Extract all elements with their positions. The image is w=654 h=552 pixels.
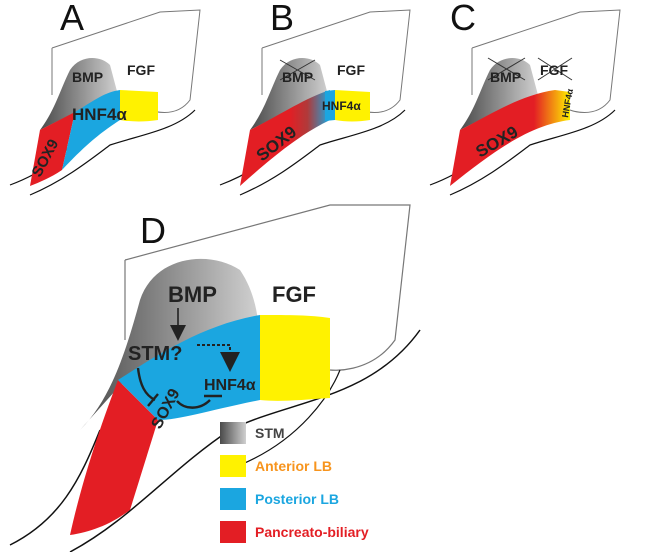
legend-item-pancreato: Pancreato-biliary [220,521,369,543]
panel-d-letter: D [140,210,166,251]
panel-a: A BMP FGF HNF4α SOX9 [9,0,201,196]
panel-b-hnf4a-label: HNF4α [322,99,361,113]
panel-d-stm-region [80,258,258,430]
legend-label-stm: STM [255,425,285,441]
panel-d-hnf4a-label: HNF4α [204,377,256,394]
panel-b-sox9-region [240,90,330,186]
legend-item-posterior: Posterior LB [220,488,339,510]
panel-d-yellow-region [260,315,330,401]
panel-c: C BMP FGF HNF4α SOX9 [429,0,621,196]
panel-b-hnf4a-region [325,90,335,121]
panel-d-fgf-label: FGF [272,282,316,307]
legend-label-posterior: Posterior LB [255,491,339,507]
panel-c-bmp-label: BMP [490,69,521,85]
panel-c-sox9-region [450,90,570,186]
panel-a-fgf-label: FGF [127,62,155,78]
panel-a-hnf4a-region [62,90,120,170]
legend-swatch-pancreato [220,521,246,543]
panel-d: D BMP FGF STM? HNF4α SOX9 [9,204,421,552]
sox9-hnf4a-inhibition [176,399,211,409]
panel-c-fgf-label: FGF [540,62,568,78]
legend-label-anterior: Anterior LB [255,458,332,474]
legend-item-stm: STM [220,422,285,444]
panel-c-outline [471,9,621,113]
panel-b-fgf-region [335,90,370,122]
panel-c-letter: C [450,0,476,38]
legend-swatch-anterior [220,455,246,477]
legend: STM Anterior LB Posterior LB Pancreato-b… [220,422,369,543]
panel-a-letter: A [60,0,84,38]
panel-b-bmp-label: BMP [282,69,313,85]
panel-d-red-region [70,380,158,535]
panel-a-stm-region [40,58,118,130]
panel-d-outline [124,204,411,371]
panel-b-letter: B [270,0,294,38]
panel-a-hnf4a-label: HNF4α [72,105,127,124]
legend-label-pancreato: Pancreato-biliary [255,524,369,540]
panel-b-fgf-label: FGF [337,62,365,78]
panel-d-stm-label: STM? [128,343,182,365]
panel-d-blue-region [118,315,260,420]
panel-d-bmp-label: BMP [168,282,217,307]
panel-b: B BMP FGF HNF4α SOX9 [219,0,411,196]
legend-swatch-stm [220,422,246,444]
stm-to-hnf4a-dashed-arrow [197,344,240,372]
legend-swatch-posterior [220,488,246,510]
legend-item-anterior: Anterior LB [220,455,332,477]
panel-a-sox9-region [30,112,75,186]
panel-a-bmp-label: BMP [72,69,103,85]
panel-a-fgf-region [120,90,158,122]
